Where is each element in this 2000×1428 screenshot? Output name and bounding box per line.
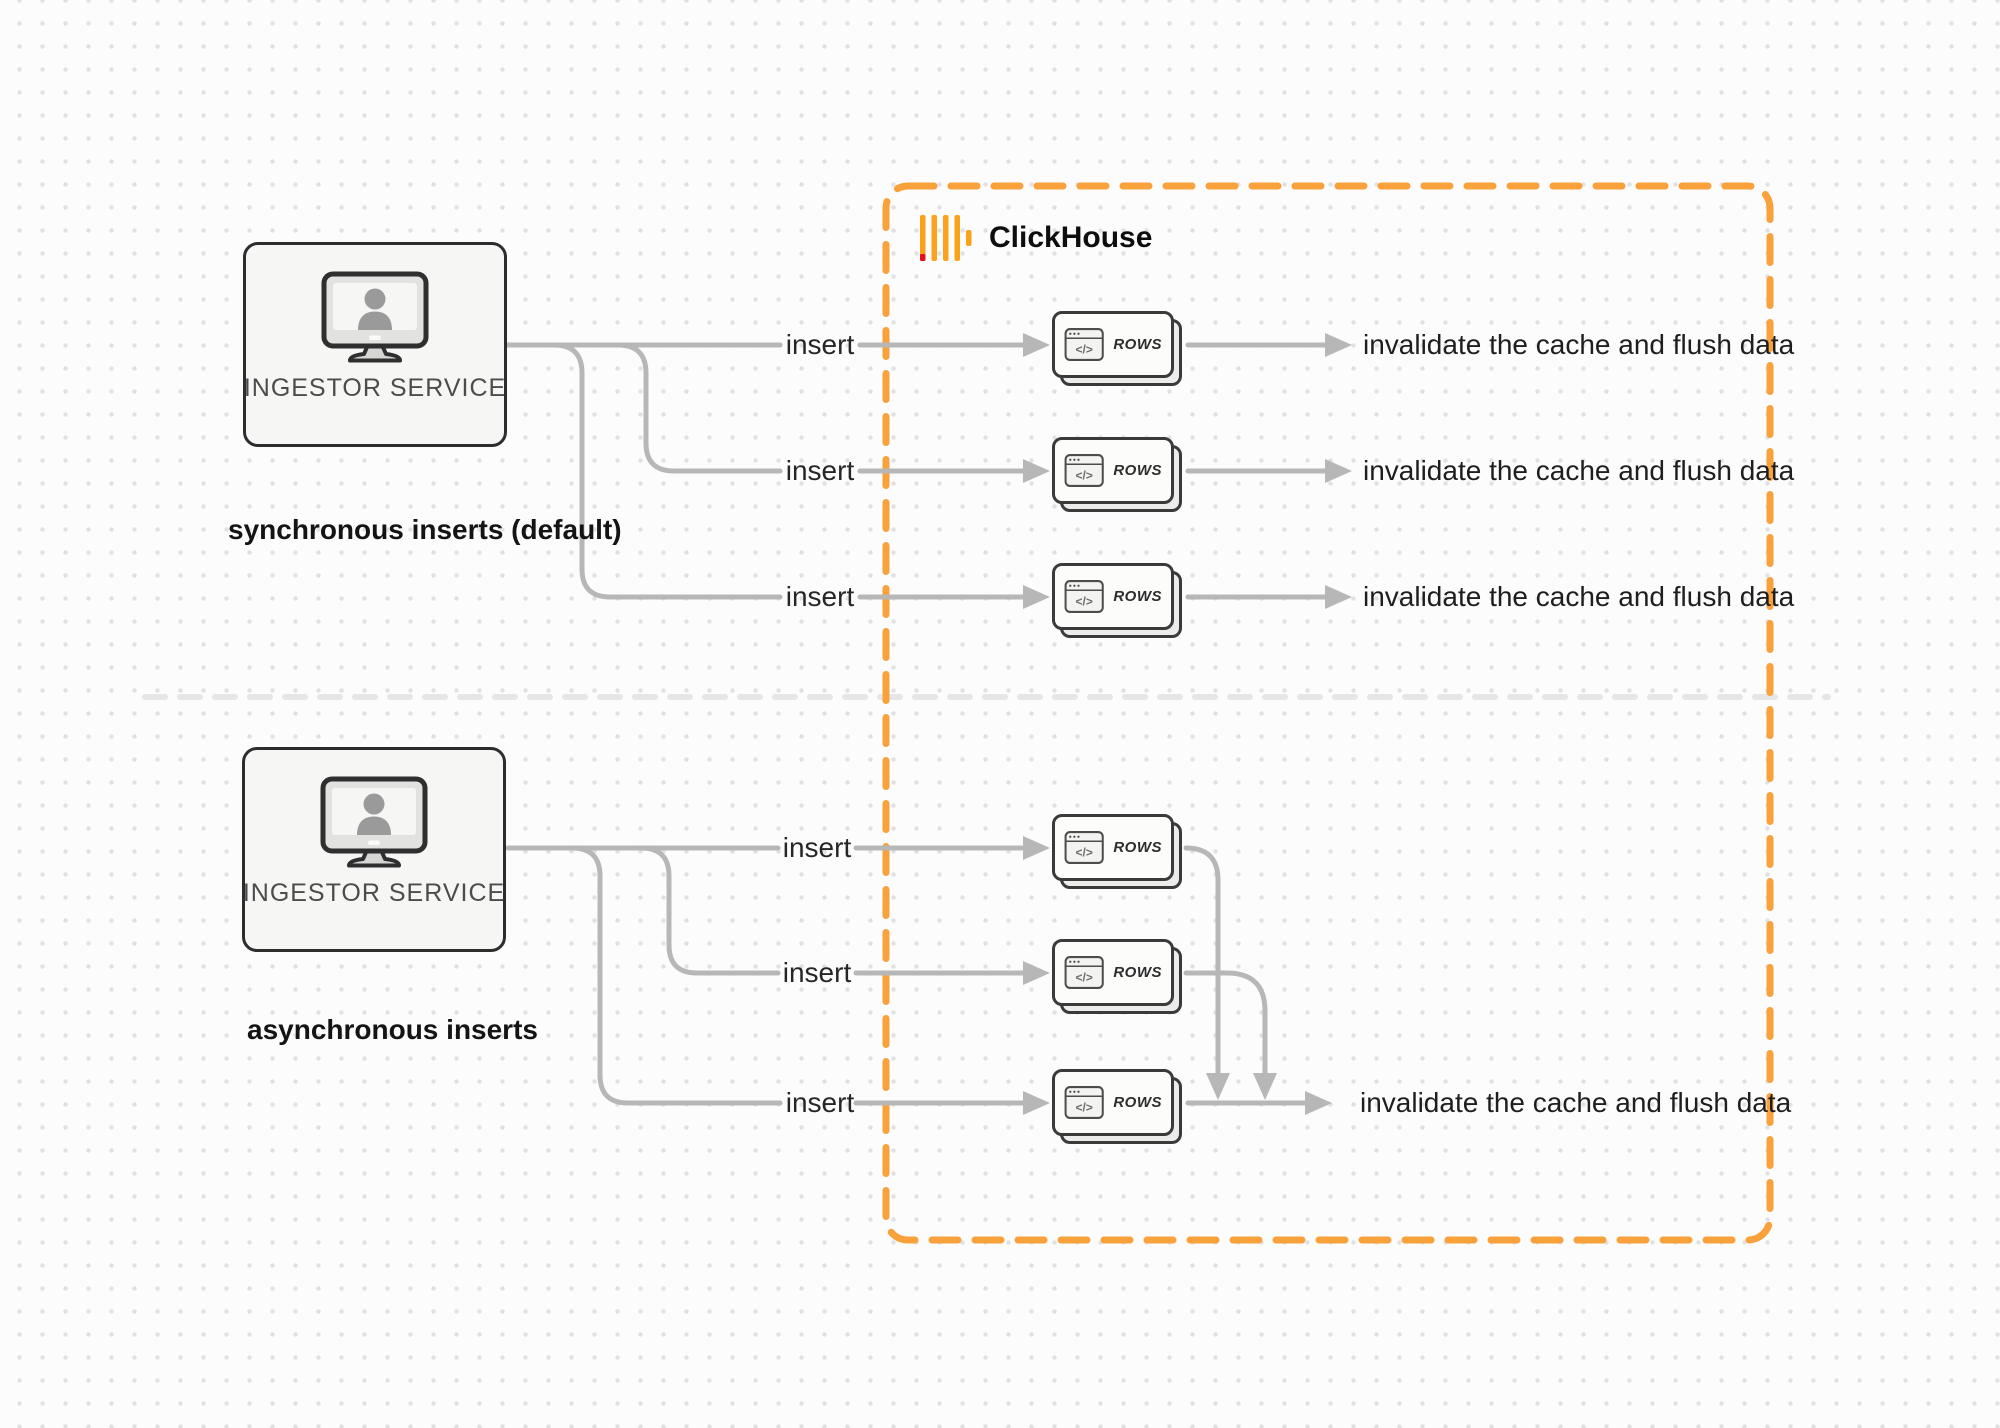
arrowhead bbox=[1023, 333, 1050, 357]
rows-card: </> ROWS bbox=[1052, 311, 1182, 386]
arrowhead bbox=[1325, 459, 1352, 483]
arrowhead bbox=[1023, 459, 1050, 483]
code-glyph: </> bbox=[1076, 468, 1093, 482]
sync-result-label-1: invalidate the cache and flush data bbox=[1363, 329, 1795, 360]
arrowhead bbox=[1325, 585, 1352, 609]
arrowhead bbox=[1305, 1091, 1332, 1115]
rows-card-label: ROWS bbox=[1113, 964, 1162, 981]
code-window-icon: </> bbox=[1064, 956, 1104, 989]
sync-ingestor-service-box: INGESTOR SERVICE bbox=[243, 242, 507, 447]
service-label: INGESTOR SERVICE bbox=[243, 374, 507, 402]
async-flush-line-2 bbox=[1183, 970, 1268, 1077]
user-icon bbox=[357, 793, 391, 835]
rows-card: </> ROWS bbox=[1052, 437, 1182, 512]
rows-card: </> ROWS bbox=[1052, 563, 1182, 638]
arrowhead bbox=[1023, 585, 1050, 609]
sync-insert-label-2: insert bbox=[785, 455, 855, 486]
code-glyph: </> bbox=[1076, 970, 1093, 984]
arrowhead-down bbox=[1206, 1073, 1230, 1100]
rows-card-label: ROWS bbox=[1113, 839, 1162, 856]
sync-caption: synchronous inserts (default) bbox=[228, 514, 622, 545]
async-ingestor-service-box: INGESTOR SERVICE bbox=[242, 747, 506, 952]
arrowhead-down bbox=[1253, 1073, 1277, 1100]
clickhouse-brand: ClickHouse bbox=[920, 214, 1152, 262]
code-window-icon: </> bbox=[1064, 580, 1104, 613]
arrowhead bbox=[1023, 836, 1050, 860]
code-glyph: </> bbox=[1076, 845, 1093, 859]
code-window-icon: </> bbox=[1064, 328, 1104, 361]
clickhouse-logo-icon bbox=[920, 215, 972, 261]
code-glyph: </> bbox=[1076, 342, 1093, 356]
sync-branch3-line bbox=[551, 342, 783, 600]
user-icon bbox=[358, 288, 392, 330]
async-caption: asynchronous inserts bbox=[247, 1014, 538, 1045]
sync-result-label-3: invalidate the cache and flush data bbox=[1363, 581, 1795, 612]
rows-card: </> ROWS bbox=[1052, 1069, 1182, 1144]
clickhouse-brand-name: ClickHouse bbox=[989, 221, 1153, 254]
rows-card-label: ROWS bbox=[1113, 462, 1162, 479]
monitor-user-icon bbox=[320, 776, 428, 868]
arrowhead bbox=[1023, 1091, 1050, 1115]
rows-card: </> ROWS bbox=[1052, 814, 1182, 889]
async-flush-line-1 bbox=[1183, 845, 1221, 1077]
async-insert-label-3: insert bbox=[785, 1087, 855, 1118]
arrowhead bbox=[1325, 333, 1352, 357]
code-window-icon: </> bbox=[1064, 454, 1104, 487]
sync-insert-label-3: insert bbox=[785, 581, 855, 612]
code-glyph: </> bbox=[1076, 594, 1093, 608]
rows-card-label: ROWS bbox=[1113, 1094, 1162, 1111]
code-window-icon: </> bbox=[1064, 1086, 1104, 1119]
rows-card-label: ROWS bbox=[1113, 336, 1162, 353]
async-result-label: invalidate the cache and flush data bbox=[1360, 1087, 1792, 1118]
service-label: INGESTOR SERVICE bbox=[242, 879, 506, 907]
monitor-user-icon bbox=[321, 271, 429, 363]
rows-card-label: ROWS bbox=[1113, 588, 1162, 605]
async-insert-label-2: insert bbox=[782, 957, 852, 988]
sync-branch2-line bbox=[615, 342, 783, 474]
async-insert-label-1: insert bbox=[782, 832, 852, 863]
arrowhead bbox=[1023, 961, 1050, 985]
rows-card: </> ROWS bbox=[1052, 939, 1182, 1014]
code-glyph: </> bbox=[1076, 1100, 1093, 1114]
sync-result-label-2: invalidate the cache and flush data bbox=[1363, 455, 1795, 486]
async-branch3-line bbox=[569, 845, 783, 1106]
sync-insert-label-1: insert bbox=[785, 329, 855, 360]
code-window-icon: </> bbox=[1064, 831, 1104, 864]
